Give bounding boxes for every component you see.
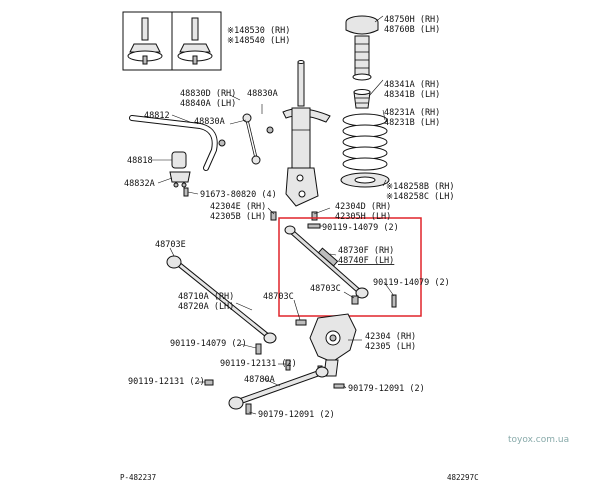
label-90119-14079-b: 90119-14079 (2) [373, 278, 450, 288]
label-148540: ※148540 (LH) [227, 36, 290, 46]
label-48750h: 48750H (RH) [384, 15, 440, 25]
label-48231b: 48231B (LH) [384, 118, 440, 128]
label-148258b: ※148258B (RH) [386, 182, 455, 192]
label-48730f: 48730F (RH) [338, 246, 394, 256]
label-42305h: 42305H (LH) [335, 212, 391, 222]
arm-bolt-upper [307, 223, 321, 229]
label-48832a: 48832A [124, 179, 155, 189]
label-42305b: 42305B (LH) [210, 212, 266, 222]
stabilizer-bushing [171, 151, 187, 169]
stabilizer-link [218, 113, 274, 165]
label-48341a: 48341A (RH) [384, 80, 440, 90]
strut-upper-parts [340, 15, 390, 188]
label-48703c-a: 48703C [310, 284, 341, 294]
inset-mount-left [127, 17, 163, 65]
dust-boot [352, 35, 372, 81]
label-42304d: 42304D (RH) [335, 202, 391, 212]
part-labels: ※148530 (RH) ※148540 (LH) 48750H (RH) 48… [124, 15, 455, 420]
cam-bolt [351, 295, 359, 305]
label-90119-12131-b: 90119-12131 (2) [128, 377, 205, 387]
stabilizer-bar [129, 115, 218, 188]
coil-spring [342, 113, 388, 171]
label-48830a-top: 48830A [247, 89, 278, 99]
label-42304e: 42304E (RH) [210, 202, 266, 212]
highlight-box [278, 217, 422, 317]
label-48840a: 48840A (LH) [180, 99, 236, 109]
axle-carrier [285, 313, 357, 377]
bump-stopper [353, 89, 371, 109]
label-90119-14079-a: 90119-14079 (2) [322, 223, 399, 233]
stabilizer-bracket [169, 171, 191, 183]
label-90179-12091-b: 90179-12091 (2) [258, 410, 335, 420]
label-48830a-mid: 48830A [194, 117, 225, 127]
label-48703e: 48703E [155, 240, 186, 250]
label-91673: 91673-80820 (4) [200, 190, 277, 200]
watermark-text: toyox.com.ua [508, 435, 569, 445]
label-148530: ※148530 (RH) [227, 26, 290, 36]
label-42305: 42305 (LH) [365, 342, 416, 352]
inset-mount-right [177, 17, 213, 65]
label-48830d: 48830D (RH) [180, 89, 236, 99]
label-42304: 42304 (RH) [365, 332, 416, 342]
label-48231a: 48231A (RH) [384, 108, 440, 118]
arm-bolt-lower [391, 294, 397, 308]
leader-lines [152, 15, 395, 415]
inset-strut-mounts [122, 11, 222, 71]
label-90119-12131-a: 90119-12131 (2) [220, 359, 297, 369]
label-48740f: 48740F (LH) [338, 256, 394, 266]
strut-bolts [183, 187, 318, 221]
label-48780a: 48780A [244, 375, 275, 385]
label-48812: 48812 [144, 111, 170, 121]
label-48818: 48818 [127, 156, 153, 166]
link-nut-upper [266, 126, 274, 134]
label-48703c-b: 48703C [263, 292, 294, 302]
label-48720a: 48720A (LH) [178, 302, 234, 312]
label-90119-14079-c: 90119-14079 (2) [170, 339, 247, 349]
label-148258c: ※148258C (LH) [386, 192, 455, 202]
lower-spring-seat [340, 172, 390, 188]
label-48710a: 48710A (RH) [178, 292, 234, 302]
label-48760b: 48760B (LH) [384, 25, 440, 35]
label-48341b: 48341B (LH) [384, 90, 440, 100]
link-nut-lower [218, 139, 226, 147]
bushing-48703e [166, 255, 182, 269]
label-90179-12091-a: 90179-12091 (2) [348, 384, 425, 394]
diagram-code-left: P-482237 [120, 473, 156, 482]
shock-absorber [282, 60, 331, 207]
toe-adjust-arm [284, 223, 397, 308]
lower-arm-48710a [166, 255, 307, 355]
lower-arm-48780a [204, 366, 345, 415]
diagram-code-right: 482297C [447, 473, 479, 482]
